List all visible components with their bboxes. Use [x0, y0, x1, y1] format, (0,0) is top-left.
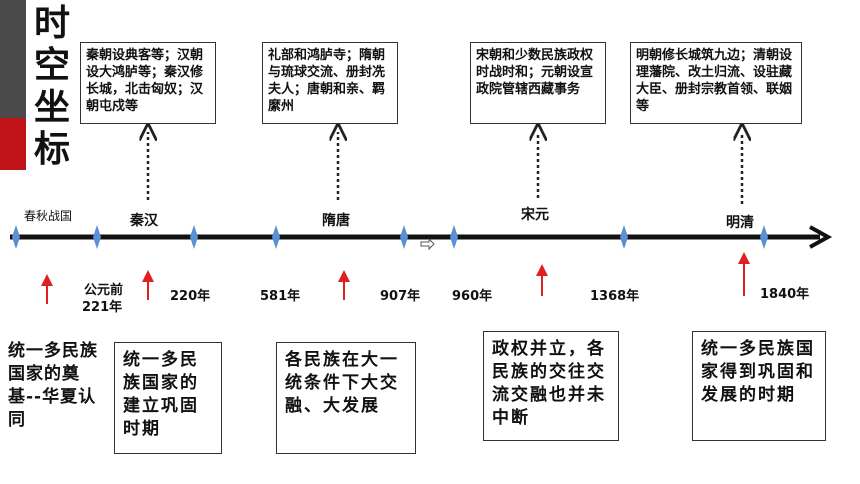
title-char-2: 空: [33, 45, 70, 86]
era-label-song-yuan: 宋元: [521, 207, 549, 223]
small-hollow-arrow-icon: [420, 237, 435, 251]
year-label-221bc: 221年: [82, 300, 123, 315]
year-label-1840: 1840年: [760, 287, 810, 302]
year-label-220: 220年: [170, 289, 211, 304]
year-label-581: 581年: [260, 289, 301, 304]
timeline-arrowhead: [809, 225, 833, 249]
title-char-1: 时: [33, 3, 70, 44]
year-label-1368: 1368年: [590, 289, 640, 304]
marker-diamond-1368: [620, 225, 628, 249]
marker-diamond-581: [272, 225, 280, 249]
era-label-ming-qing: 明清: [726, 215, 754, 231]
marker-diamond-907: [400, 225, 408, 249]
year-label-960: 960年: [452, 289, 493, 304]
note-qin-han-period-box: 统一多民族国家的建立巩固时期: [114, 342, 222, 454]
marker-diamond-220: [190, 225, 198, 249]
note-huaxia-identity: 统一多民族国家的奠基--华夏认同: [8, 341, 98, 430]
song-yuan-policy-box: 宋朝和少数民族政权时战时和；元朝设宣政院管辖西藏事务: [470, 42, 606, 124]
sidebar-red-bar: [0, 118, 26, 170]
era-label-chunqiu-zhanguo: 春秋战国: [24, 209, 73, 223]
sidebar-dark-bar: [0, 0, 26, 118]
title-char-3: 坐: [33, 87, 70, 128]
ming-qing-policy-box: 明朝修长城筑九边；清朝设理藩院、改土归流、设驻藏大臣、册封宗教首领、联姻等: [630, 42, 802, 124]
year-label-907: 907年: [380, 289, 421, 304]
note-ming-qing-period-box: 统一多民族国家得到巩固和发展的时期: [692, 331, 826, 441]
marker-diamond-221bc: [93, 225, 101, 249]
note-song-yuan-period-box: 政权并立，各民族的交往交流交融也并未中断: [483, 331, 619, 441]
note-sui-tang-period-box: 各民族在大一统条件下大交融、大发展: [276, 342, 416, 454]
marker-diamond-960: [450, 225, 458, 249]
marker-diamond-1840: [760, 225, 768, 249]
year-label-bc-prefix: 公元前: [84, 283, 124, 298]
title-char-4: 标: [33, 129, 70, 170]
era-label-qin-han: 秦汉: [130, 213, 158, 229]
era-label-sui-tang: 隋唐: [322, 213, 350, 229]
marker-diamond-start: [12, 225, 20, 249]
sui-tang-policy-box: 礼部和鸿胪寺；隋朝与琉球交流、册封冼夫人；唐朝和亲、羁縻州: [262, 42, 398, 124]
